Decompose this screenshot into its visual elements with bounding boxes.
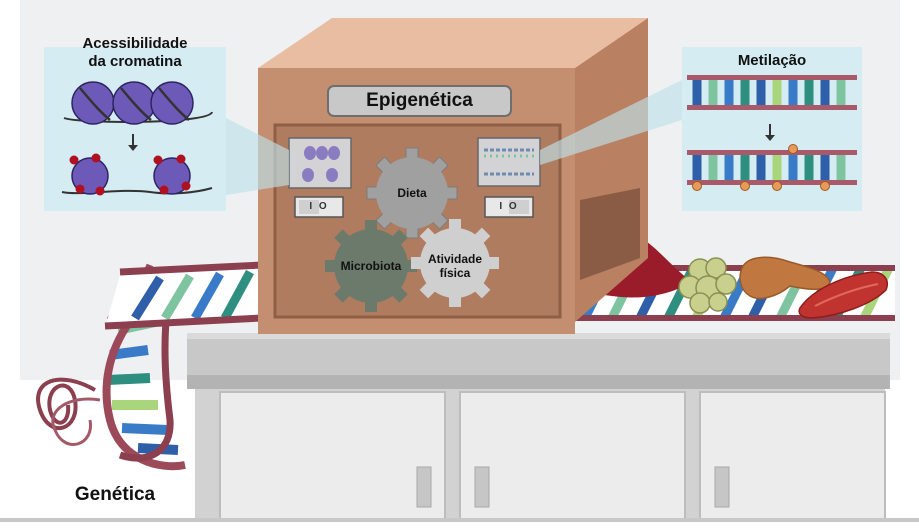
gear-label-microbiota: Microbiota [340, 259, 402, 273]
chromatin-screen [288, 137, 352, 189]
gear-label-atividade-line2: física [439, 266, 471, 280]
gear-label-dieta: Dieta [397, 186, 427, 200]
genetics-label: Genética [74, 484, 156, 505]
right-switch [484, 196, 534, 218]
chromatin-inset-title: Acessibilidade da cromatina [44, 35, 226, 71]
methylation-inset-title: Metilação [737, 52, 807, 69]
methylation-inset [682, 47, 862, 211]
chromatin-title-line1: Acessibilidade [82, 35, 188, 52]
counter [0, 333, 919, 522]
left-beam [226, 118, 289, 195]
chromatin-inset [44, 47, 226, 211]
chromatin-title-line2: da cromatina [88, 53, 182, 70]
right-switch-label: I O [499, 201, 519, 212]
epigenetics-label: Epigenética [366, 90, 473, 111]
gear-label-atividade: Atividade física [420, 252, 490, 280]
gear-dieta [366, 147, 458, 239]
methylation-screen [477, 137, 541, 187]
left-switch-label: I O [309, 201, 329, 212]
left-switch [294, 196, 344, 218]
right-beam [540, 80, 682, 165]
gear-label-atividade-line1: Atividade [427, 252, 482, 266]
